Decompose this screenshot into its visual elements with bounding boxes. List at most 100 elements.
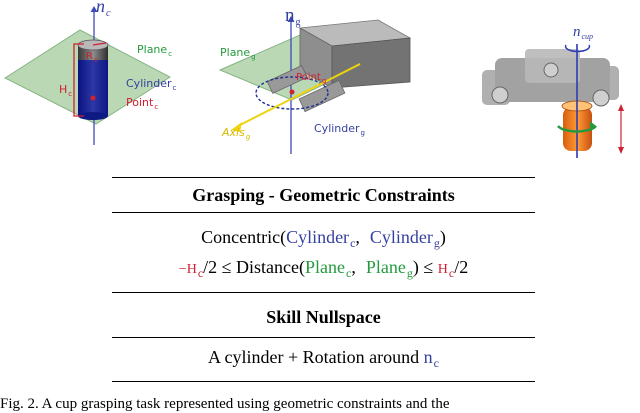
- axis-g-label: Axisg: [222, 126, 251, 141]
- cylinder-c-label: Cylinderc: [126, 77, 177, 92]
- figure-caption: Fig. 2. A cup grasping task represented …: [0, 396, 450, 412]
- left-h-subscript: c: [197, 266, 204, 280]
- left-h-term: H: [186, 262, 197, 277]
- gripper-joint-3: [592, 89, 610, 107]
- normal-g-arrowhead: [287, 16, 295, 22]
- section1-title: Grasping - Geometric Constraints: [192, 185, 455, 205]
- plane-g-text: Plane: [220, 46, 251, 59]
- normal-cup-label: ncup: [573, 24, 593, 41]
- left-half: /2: [203, 257, 218, 277]
- cylinder-g-label: Cylinderg: [314, 122, 365, 137]
- leq-right: ≤: [423, 257, 434, 277]
- table-top-rule: [112, 177, 535, 178]
- vertical-motion-up-head: [618, 104, 624, 111]
- normal-c-arrowhead: [90, 6, 98, 12]
- section1-separator: [112, 212, 535, 213]
- nullspace-n-term: n: [423, 347, 433, 367]
- cup-bottom-ellipse: [78, 112, 108, 120]
- gripper-side-face: [331, 37, 411, 89]
- concentric-text: Concentric(: [201, 227, 287, 247]
- height-c-subscript: c: [68, 90, 73, 98]
- gripper-joint-1: [491, 86, 509, 104]
- gripper-finger-right: [585, 66, 619, 100]
- right-half: /2: [454, 257, 469, 277]
- nullspace-n-subscript: c: [433, 356, 439, 370]
- close-paren: ): [439, 227, 446, 247]
- plane-g-term: Plane: [365, 257, 406, 277]
- normal-cup-letter: n: [573, 24, 581, 40]
- cylinder-c-subscript: c: [172, 84, 177, 92]
- nullspace-text: A cylinder + Rotation around: [208, 347, 420, 367]
- section2-top-rule: [112, 292, 535, 293]
- distance-close-paren: ): [412, 257, 419, 277]
- normal-g-label: ng: [285, 5, 301, 28]
- plane-g-label: Planeg: [220, 46, 256, 61]
- minus-sign: −: [178, 262, 187, 277]
- axis-g-subscript: g: [245, 133, 251, 141]
- plane-c-label: Planec: [137, 43, 173, 58]
- comma-separator: ,: [355, 227, 360, 247]
- axis-g-text: Axis: [222, 126, 245, 139]
- right-h-subscript: c: [448, 266, 455, 280]
- axis-g-arrowhead: [231, 122, 242, 132]
- point-c-text: Point: [126, 96, 154, 109]
- plane-c-subscript: c: [168, 50, 173, 58]
- finger-left-shape: [266, 65, 308, 94]
- cylinder-c-term: Cylinder: [286, 227, 350, 247]
- normal-g-subscript: g: [295, 17, 301, 28]
- cylinder-g-outline: [255, 76, 329, 110]
- plane-c-term-subscript: c: [346, 266, 352, 280]
- point-c-marker: [90, 95, 96, 101]
- cylinder-g-text: Cylinder: [314, 122, 360, 135]
- left-panel: [3, 6, 171, 145]
- plane-g-subscript: g: [251, 53, 256, 61]
- point-g-label: Pointg: [296, 72, 327, 85]
- section2-title: Skill Nullspace: [266, 307, 381, 327]
- point-g-text: Point: [296, 72, 321, 83]
- section2-separator: [112, 337, 535, 338]
- figure-panels: nc Planec Rc Cylinderc Hc Pointc ng Plan…: [0, 0, 640, 160]
- vertical-motion-down-head: [618, 147, 624, 154]
- radius-c-subscript: c: [93, 56, 98, 64]
- normal-cup-subscript: cup: [581, 32, 594, 41]
- plane-c-term: Plane: [305, 257, 346, 277]
- point-g-marker: [289, 89, 295, 95]
- plane-c-text: Plane: [137, 43, 168, 56]
- cylinder-g-term: Cylinder: [369, 227, 433, 247]
- radius-c-line: [92, 42, 107, 46]
- normal-g-letter: n: [285, 5, 295, 26]
- finger-right-shape: [298, 79, 346, 113]
- cylinder-g-term-subscript: g: [433, 236, 440, 250]
- cup-body-shape: [78, 60, 108, 116]
- point-g-subscript: g: [321, 77, 327, 85]
- rotation-arrow-top: [564, 44, 591, 53]
- rotation-arrow-head: [590, 121, 596, 131]
- normal-c-subscript: c: [106, 8, 111, 19]
- gripper-joint-2: [543, 62, 559, 78]
- cylinder-g-subscript: g: [360, 129, 365, 137]
- distance-text: Distance(: [236, 257, 306, 277]
- middle-panel: [218, 16, 412, 154]
- radius-c-label: Rc: [86, 51, 98, 64]
- plane-g-term-subscript: g: [406, 266, 413, 280]
- radius-c-text: R: [86, 51, 93, 62]
- table-bottom-rule: [112, 381, 535, 382]
- right-h-term: H: [437, 262, 448, 277]
- height-c-bracket: [73, 43, 84, 117]
- point-c-label: Pointc: [126, 96, 159, 111]
- axis-g-line: [237, 63, 361, 127]
- height-c-label: Hc: [59, 83, 73, 98]
- constraint-concentric-row: Concentric(Cylinderc,Cylinderg): [112, 226, 535, 250]
- point-c-subscript: c: [154, 103, 159, 111]
- nullspace-row: A cylinder + Rotation around nc: [112, 346, 535, 370]
- cylinder-c-text: Cylinder: [126, 77, 172, 90]
- leq-left: ≤: [221, 257, 232, 277]
- distance-comma: ,: [351, 257, 356, 277]
- normal-c-letter: n: [96, 0, 105, 16]
- figure-illustration: [3, 6, 624, 158]
- right-panel: [482, 44, 624, 158]
- normal-c-label: nc: [96, 0, 111, 19]
- height-c-text: H: [59, 83, 68, 96]
- cylinder-c-term-subscript: c: [350, 236, 356, 250]
- constraint-distance-row: −Hc/2 ≤ Distance(Planec,Planeg) ≤ Hc/2: [112, 256, 535, 281]
